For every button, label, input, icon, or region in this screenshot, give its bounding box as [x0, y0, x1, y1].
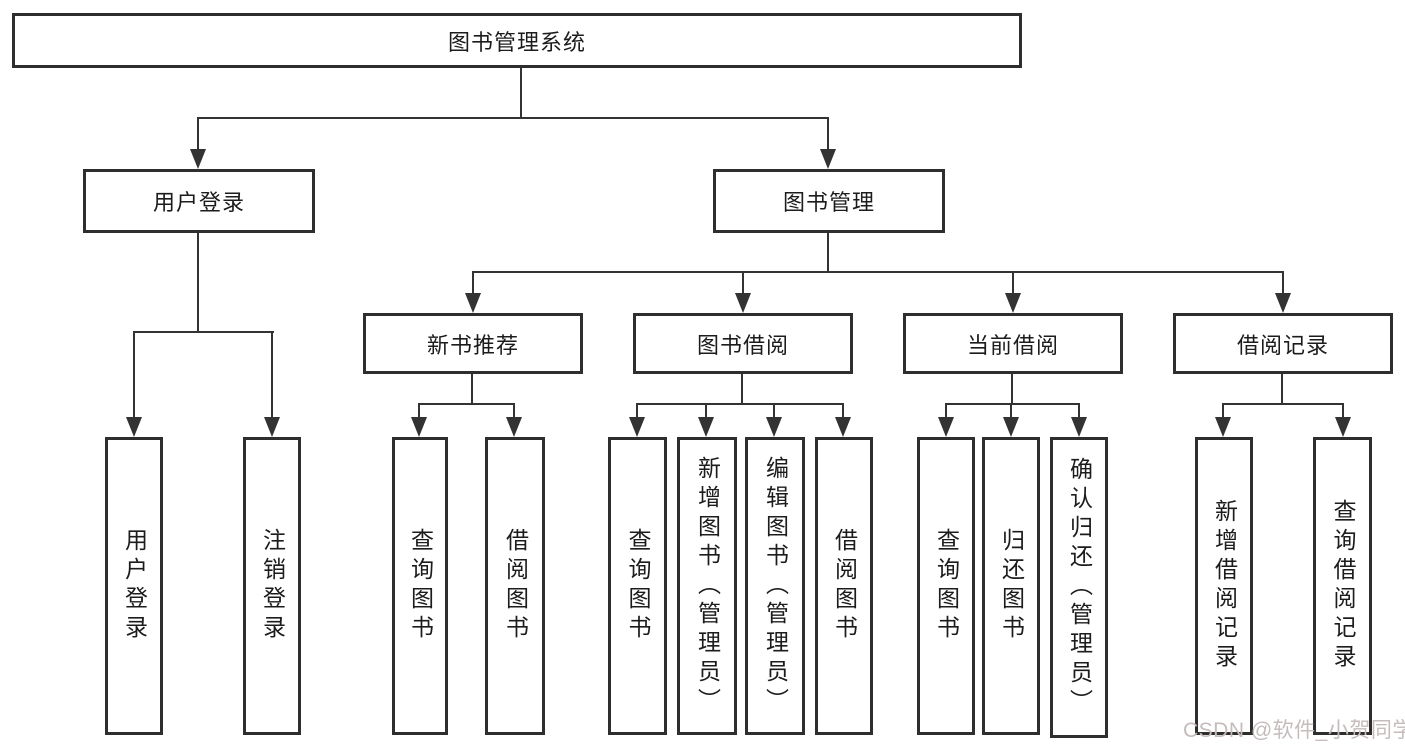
- leaf-currentborrow-confirm-return-admin: 确认归还（管理员）: [1050, 437, 1108, 738]
- node-current-borrowing: 当前借阅: [903, 313, 1123, 374]
- connector-leaf-stem: [1078, 403, 1080, 417]
- connector-book-mgmt-stem: [827, 117, 829, 149]
- connector-currentborrow-down: [1011, 374, 1013, 405]
- leaf-record-query-borrow-record: 查询借阅记录: [1313, 437, 1372, 735]
- arrow-down-icon: [1335, 417, 1351, 437]
- connector-leaf-stem: [945, 403, 947, 417]
- connector-leaf-stem: [773, 403, 775, 417]
- leaf-bookborrow-add-books-admin: 新增图书（管理员）: [677, 437, 737, 735]
- leaf-record-add-borrow-record: 新增借阅记录: [1195, 437, 1253, 735]
- connector-currentborrow-stem: [1012, 271, 1014, 293]
- connector-leaf-stem: [418, 403, 420, 417]
- connector-level2-bar: [197, 117, 829, 119]
- leaf-bookborrow-query-books: 查询图书: [608, 437, 667, 735]
- leaf-user-login: 用户登录: [105, 437, 163, 735]
- node-label: 借阅记录: [1236, 332, 1329, 358]
- connector-bookborrow-stem: [742, 271, 744, 293]
- leaf-newbook-borrow-books: 借阅图书: [485, 437, 545, 735]
- leaf-bookborrow-edit-books-admin: 编辑图书（管理员）: [745, 437, 805, 735]
- arrow-down-icon: [465, 293, 481, 313]
- node-label: 用户登录: [152, 190, 245, 215]
- arrow-down-icon: [126, 417, 142, 437]
- arrow-down-icon: [698, 417, 714, 437]
- connector-user-login-bar: [133, 331, 274, 333]
- connector-newbook-down: [471, 374, 473, 405]
- arrow-down-icon: [1071, 417, 1087, 437]
- arrow-down-icon: [629, 417, 645, 437]
- node-label: 图书管理: [782, 190, 875, 215]
- node-label: 图书管理系统: [447, 29, 586, 55]
- node-label: 用户登录: [121, 528, 148, 644]
- connector-leaf-stem: [705, 403, 707, 417]
- node-label: 新增借阅记录: [1211, 499, 1238, 673]
- connector-leaf-stem: [271, 331, 273, 417]
- connector-leaf-stem: [842, 403, 844, 417]
- csdn-watermark: CSDN @软件_小贺同学: [1183, 719, 1405, 742]
- node-label: 查询图书: [407, 528, 434, 644]
- leaf-logout: 注销登录: [243, 437, 301, 735]
- arrow-down-icon: [1003, 417, 1019, 437]
- node-label: 确认归还（管理员）: [1066, 457, 1093, 718]
- leaf-currentborrow-return-books: 归还图书: [982, 437, 1040, 735]
- node-label: 注销登录: [259, 528, 286, 644]
- arrow-down-icon: [1005, 293, 1021, 313]
- connector-leaf-stem: [1222, 403, 1224, 417]
- node-label: 编辑图书（管理员）: [762, 455, 789, 717]
- connector-leaf-stem: [1010, 403, 1012, 417]
- connector-leaf-stem: [133, 331, 135, 417]
- arrow-down-icon: [835, 417, 851, 437]
- node-label: 查询借阅记录: [1330, 499, 1356, 673]
- node-label: 新增图书（管理员）: [694, 455, 721, 717]
- arrow-down-icon: [1275, 293, 1291, 313]
- leaf-bookborrow-borrow-books: 借阅图书: [815, 437, 873, 735]
- connector-book-mgmt-down: [827, 233, 829, 273]
- connector-user-login-stem: [197, 117, 199, 149]
- connector-leaf-stem: [1342, 403, 1344, 417]
- connector-newbook-stem: [472, 271, 474, 293]
- connector-user-login-down: [197, 233, 199, 333]
- arrow-down-icon: [411, 417, 427, 437]
- node-label: 借阅图书: [502, 528, 529, 644]
- connector-currentborrow-bar: [945, 403, 1080, 405]
- connector-root-stem: [520, 68, 522, 117]
- leaf-currentborrow-query-books: 查询图书: [917, 437, 975, 735]
- arrow-down-icon: [506, 417, 522, 437]
- connector-level3-bar: [472, 271, 1284, 273]
- connector-bookborrow-bar: [636, 403, 844, 405]
- arrow-down-icon: [190, 149, 206, 169]
- node-new-book-recommend: 新书推荐: [363, 313, 583, 374]
- node-label: 归还图书: [998, 528, 1025, 644]
- node-label: 图书借阅: [696, 332, 789, 358]
- node-label: 当前借阅: [966, 332, 1059, 358]
- arrow-down-icon: [735, 293, 751, 313]
- connector-newbook-bar: [418, 403, 515, 405]
- node-label: 查询图书: [933, 528, 960, 644]
- node-label: 查询图书: [625, 528, 651, 644]
- connector-borrowrecord-stem: [1282, 271, 1284, 293]
- connector-leaf-stem: [513, 403, 515, 417]
- connector-leaf-stem: [636, 403, 638, 417]
- connector-borrowrecord-down: [1281, 374, 1283, 405]
- arrow-down-icon: [264, 417, 280, 437]
- arrow-down-icon: [938, 417, 954, 437]
- arrow-down-icon: [820, 149, 836, 169]
- node-label: 借阅图书: [831, 528, 858, 644]
- node-label: 新书推荐: [426, 332, 519, 358]
- node-library-management-system: 图书管理系统: [12, 13, 1022, 68]
- node-borrowing-records: 借阅记录: [1173, 313, 1393, 374]
- arrow-down-icon: [766, 417, 782, 437]
- leaf-newbook-query-books: 查询图书: [392, 437, 448, 735]
- connector-bookborrow-down: [741, 374, 743, 405]
- node-user-login: 用户登录: [83, 169, 315, 233]
- node-book-borrowing: 图书借阅: [633, 313, 853, 374]
- connector-borrowrecord-bar: [1222, 403, 1344, 405]
- node-book-management: 图书管理: [713, 169, 945, 233]
- arrow-down-icon: [1215, 417, 1231, 437]
